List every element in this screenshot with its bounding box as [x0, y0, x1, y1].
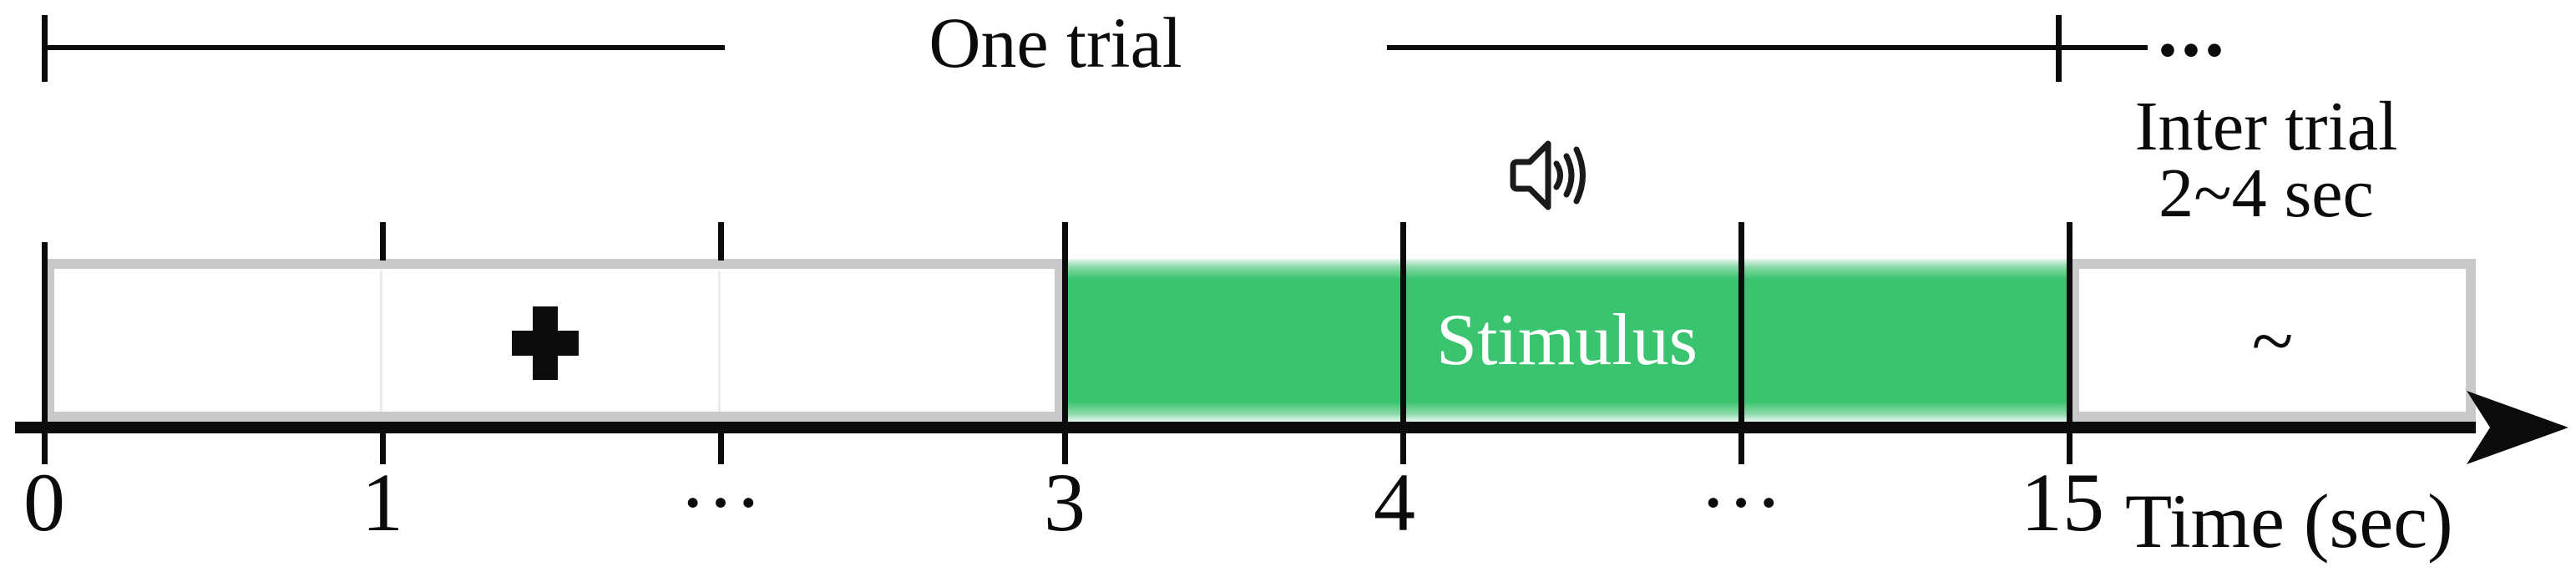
axis-tick-label-3: 3: [1044, 456, 1086, 549]
stimulus-label: Stimulus: [1436, 300, 1698, 381]
fixation-grid-line: [380, 271, 382, 412]
axis-tick-line-2b: [718, 433, 724, 464]
axis-tick-line-1: [380, 222, 386, 261]
time-axis-title: Time (sec): [2125, 478, 2453, 564]
axis-tick-label-4: 4: [1374, 456, 1415, 549]
fixation-cross-horizontal-bar: [512, 331, 579, 356]
time-axis-line: [15, 422, 2476, 433]
one-trial-label: One trial: [929, 3, 1182, 83]
time-axis-arrowhead: [2463, 386, 2573, 469]
inter-trial-segment-box: ~: [2069, 259, 2476, 422]
stimulus-segment-box: Stimulus: [1065, 259, 2069, 422]
axis-tick-line-2: [718, 222, 724, 261]
axis-tick-line-1b: [380, 433, 386, 464]
bracket-line-right: [1387, 45, 2148, 50]
speaker-sound-icon: [1505, 132, 1610, 219]
axis-tick-label-2: ···: [679, 456, 762, 549]
axis-tick-line-5: [1738, 222, 1744, 464]
inter-trial-tilde: ~: [2251, 297, 2294, 383]
fixation-grid-line: [718, 271, 721, 412]
axis-tick-label-0: 0: [23, 456, 65, 549]
axis-tick-label-1: 1: [362, 456, 403, 549]
bracket-end-tick: [2056, 15, 2062, 82]
inter-trial-caption: Inter trial 2~4 sec: [2134, 88, 2398, 232]
axis-tick-line-0: [42, 242, 48, 464]
axis-tick-line-4: [1400, 222, 1406, 464]
inter-trial-caption-line2: 2~4 sec: [2158, 154, 2374, 232]
axis-tick-line-3: [1062, 222, 1068, 464]
fixation-cross-icon: [512, 306, 579, 380]
axis-tick-line-6: [2067, 222, 2072, 464]
axis-tick-label-5: ···: [1699, 456, 1783, 549]
inter-trial-caption-line1: Inter trial: [2134, 88, 2398, 165]
bracket-line-left: [44, 45, 725, 50]
axis-tick-label-6: 15: [2021, 456, 2104, 549]
